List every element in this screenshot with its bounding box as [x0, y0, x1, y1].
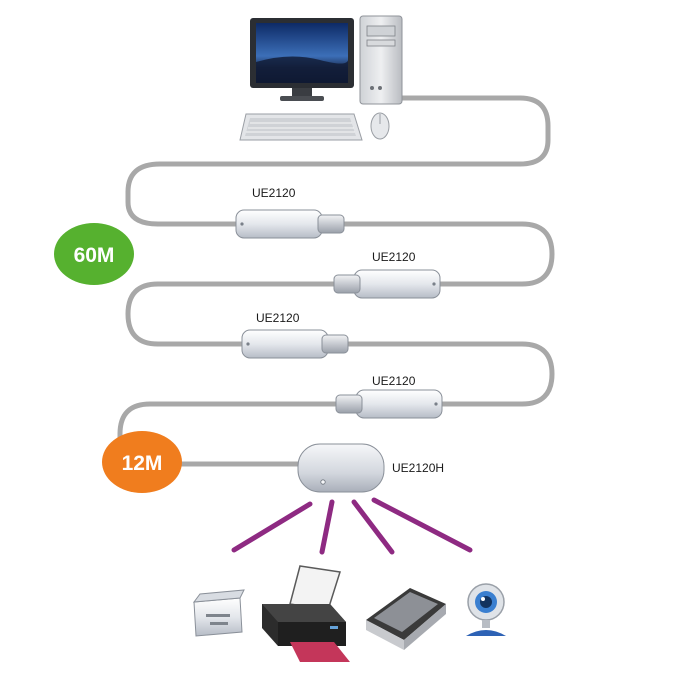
extender-label-1: UE2120: [252, 186, 296, 200]
extender-ue2120-1: [235, 209, 345, 239]
device-links: [231, 497, 473, 555]
scanner-icon: [366, 588, 446, 650]
extender-label-4: UE2120: [372, 374, 416, 388]
badge-text-12m: 12M: [122, 452, 163, 475]
extender-label-2: UE2120: [372, 250, 416, 264]
desktop-computer-icon: [239, 15, 403, 141]
hub-ue2120h: [297, 443, 385, 493]
extender-label-3: UE2120: [256, 311, 300, 325]
distance-badge-12m: 12M: [102, 431, 182, 493]
cable-path: [117, 95, 555, 467]
extender-ue2120-2: [333, 269, 441, 299]
extender-ue2120-3: [241, 329, 349, 359]
card-reader-icon: [192, 589, 245, 637]
extender-ue2120-4: [335, 389, 443, 419]
link-card-reader: [231, 501, 313, 553]
link-printer: [319, 499, 335, 555]
printer-icon: [262, 565, 350, 662]
badge-text-60m: 60M: [74, 244, 115, 267]
link-webcam: [371, 497, 473, 553]
webcam-icon: [466, 583, 506, 636]
link-scanner: [351, 499, 395, 555]
distance-badge-60m: 60M: [54, 223, 134, 285]
hub-label: UE2120H: [392, 461, 444, 475]
